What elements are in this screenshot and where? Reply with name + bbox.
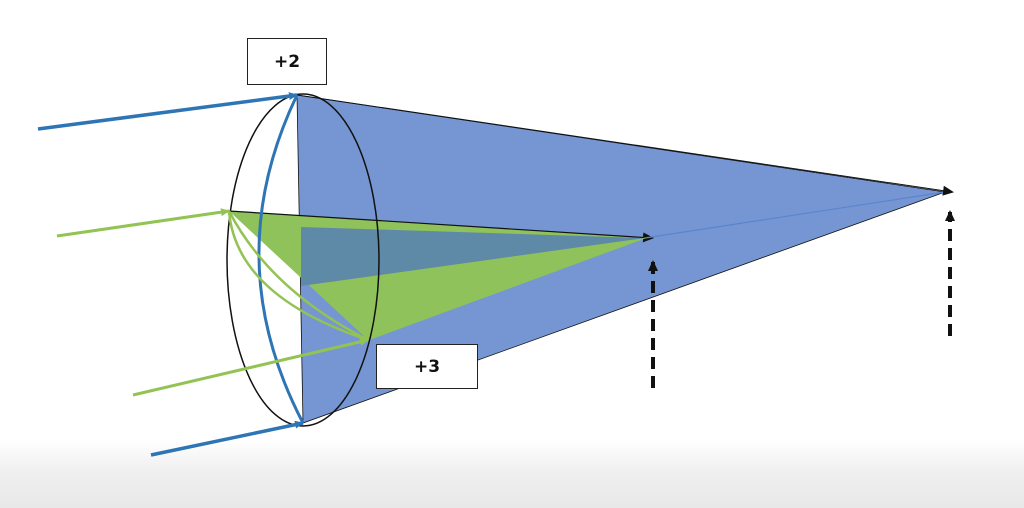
vertical-meridian-power-label: +2 bbox=[247, 38, 327, 85]
incoming-ray-green-lower bbox=[132, 337, 369, 397]
green-ray-bend bbox=[227, 210, 369, 342]
horizontal-focus-lower-edge bbox=[367, 237, 646, 341]
incoming-ray-green-upper bbox=[56, 208, 230, 238]
horizontal-meridian-power-label: +3 bbox=[376, 344, 478, 389]
vertical-focus-edge bbox=[296, 94, 954, 196]
horizontal-focus-ray bbox=[228, 210, 654, 243]
horizontal-meridian-arc bbox=[227, 210, 369, 342]
incoming-ray-blue-lower bbox=[150, 420, 304, 457]
overlap-region bbox=[301, 227, 645, 286]
optical-axis bbox=[644, 191, 946, 239]
vertical-meridian-arc bbox=[257, 94, 305, 424]
incoming-ray-blue-upper bbox=[37, 92, 298, 131]
